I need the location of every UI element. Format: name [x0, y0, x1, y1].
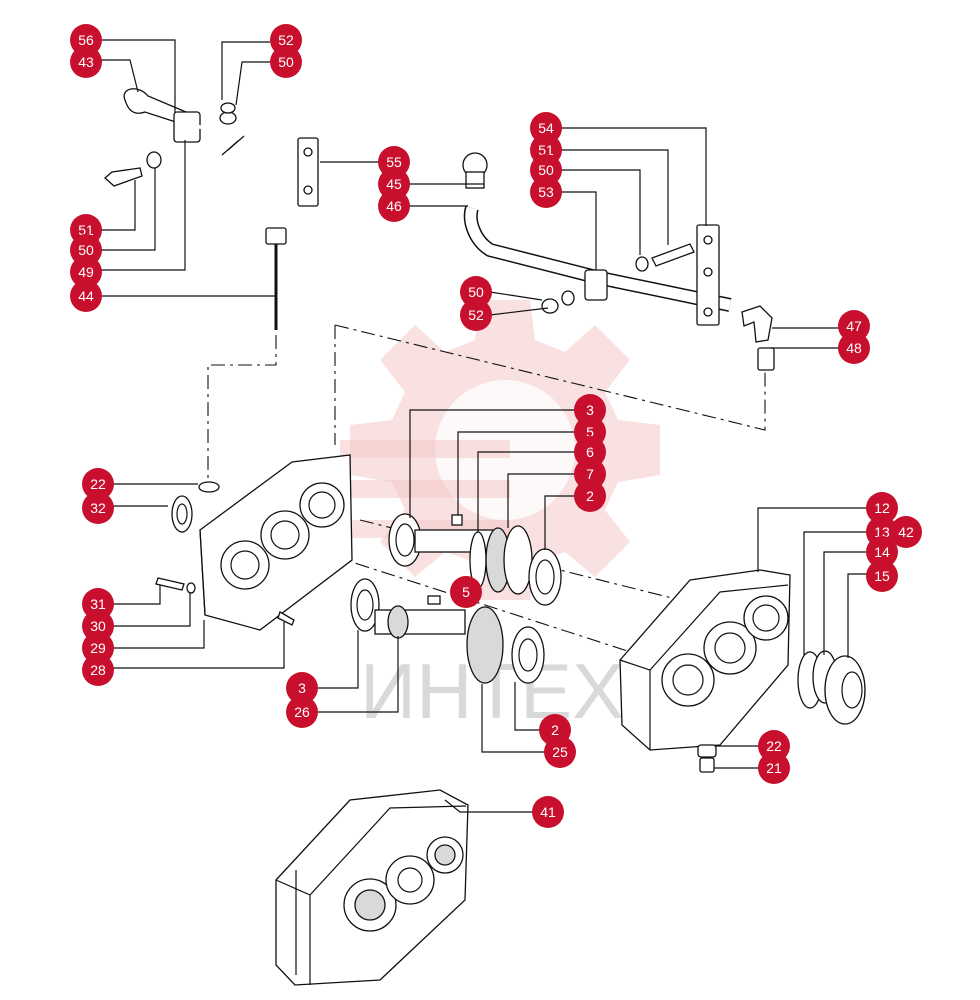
- callout-50: 50: [460, 276, 492, 308]
- svg-text:21: 21: [766, 760, 782, 776]
- svg-text:52: 52: [468, 307, 484, 323]
- callout-41: 41: [532, 796, 564, 828]
- callout-5: 5: [450, 576, 482, 608]
- callout-54: 54: [530, 112, 562, 144]
- svg-text:56: 56: [78, 32, 94, 48]
- svg-text:54: 54: [538, 120, 554, 136]
- breather-pipe-assembly: [463, 205, 775, 371]
- callout-3: 3: [286, 672, 318, 704]
- svg-text:51: 51: [78, 222, 94, 238]
- callout-56: 56: [70, 24, 102, 56]
- callout-29: 29: [82, 632, 114, 664]
- svg-text:50: 50: [278, 54, 294, 70]
- svg-text:32: 32: [90, 500, 106, 516]
- svg-text:22: 22: [90, 476, 106, 492]
- callout-21: 21: [758, 752, 790, 784]
- callout-14: 14: [866, 536, 898, 568]
- callout-42: 42: [890, 516, 922, 548]
- breather-cap: [462, 152, 488, 189]
- callout-49: 49: [70, 256, 102, 288]
- svg-text:5: 5: [586, 424, 594, 440]
- callout-50: 50: [530, 154, 562, 186]
- dipstick-assembly: [104, 88, 287, 330]
- svg-text:53: 53: [538, 184, 554, 200]
- callout-3: 3: [574, 394, 606, 426]
- svg-text:50: 50: [78, 242, 94, 258]
- left-housing-cover: [155, 454, 353, 631]
- callout-2: 2: [574, 480, 606, 512]
- callout-52: 52: [460, 299, 492, 331]
- callout-31: 31: [82, 588, 114, 620]
- svg-text:25: 25: [552, 744, 568, 760]
- svg-text:42: 42: [898, 524, 914, 540]
- callout-12: 12: [866, 492, 898, 524]
- svg-text:52: 52: [278, 32, 294, 48]
- svg-text:22: 22: [766, 738, 782, 754]
- callout-52: 52: [270, 24, 302, 56]
- svg-text:45: 45: [386, 176, 402, 192]
- mounting-plate: [297, 137, 319, 207]
- callout-22: 22: [758, 730, 790, 762]
- svg-text:7: 7: [586, 466, 594, 482]
- svg-text:51: 51: [538, 142, 554, 158]
- callout-6: 6: [574, 436, 606, 468]
- lower-shaft-assembly: [350, 578, 545, 684]
- callout-50: 50: [270, 46, 302, 78]
- assembled-gearbox: [275, 789, 469, 986]
- callout-28: 28: [82, 654, 114, 686]
- svg-text:3: 3: [586, 402, 594, 418]
- svg-text:3: 3: [298, 680, 306, 696]
- svg-text:5: 5: [462, 584, 470, 600]
- callout-55: 55: [378, 146, 410, 178]
- svg-text:12: 12: [874, 500, 890, 516]
- upper-shaft-assembly: [388, 513, 562, 606]
- svg-text:26: 26: [294, 704, 310, 720]
- svg-text:2: 2: [551, 722, 559, 738]
- svg-text:47: 47: [846, 318, 862, 334]
- svg-text:15: 15: [874, 568, 890, 584]
- leader-lines: [100, 39, 870, 813]
- svg-text:41: 41: [540, 804, 556, 820]
- callout-45: 45: [378, 168, 410, 200]
- svg-text:31: 31: [90, 596, 106, 612]
- svg-text:30: 30: [90, 618, 106, 634]
- callout-50: 50: [70, 234, 102, 266]
- svg-text:28: 28: [90, 662, 106, 678]
- callout-15: 15: [866, 560, 898, 592]
- callout-53: 53: [530, 176, 562, 208]
- svg-text:43: 43: [78, 54, 94, 70]
- svg-text:50: 50: [538, 162, 554, 178]
- callout-47: 47: [838, 310, 870, 342]
- callout-30: 30: [82, 610, 114, 642]
- svg-text:14: 14: [874, 544, 890, 560]
- callout-26: 26: [286, 696, 318, 728]
- svg-text:6: 6: [586, 444, 594, 460]
- callout-25: 25: [544, 736, 576, 768]
- watermark-gear-logo: [340, 300, 660, 600]
- callout-44: 44: [70, 280, 102, 312]
- svg-text:2: 2: [586, 488, 594, 504]
- callout-43: 43: [70, 46, 102, 78]
- right-housing: [619, 569, 866, 773]
- svg-text:49: 49: [78, 264, 94, 280]
- callout-7: 7: [574, 458, 606, 490]
- callout-22: 22: [82, 468, 114, 500]
- svg-text:46: 46: [386, 198, 402, 214]
- svg-text:55: 55: [386, 154, 402, 170]
- svg-text:29: 29: [90, 640, 106, 656]
- svg-text:48: 48: [846, 340, 862, 356]
- callout-46: 46: [378, 190, 410, 222]
- callout-48: 48: [838, 332, 870, 364]
- svg-text:50: 50: [468, 284, 484, 300]
- svg-text:44: 44: [78, 288, 94, 304]
- callout-32: 32: [82, 492, 114, 524]
- svg-text:13: 13: [874, 524, 890, 540]
